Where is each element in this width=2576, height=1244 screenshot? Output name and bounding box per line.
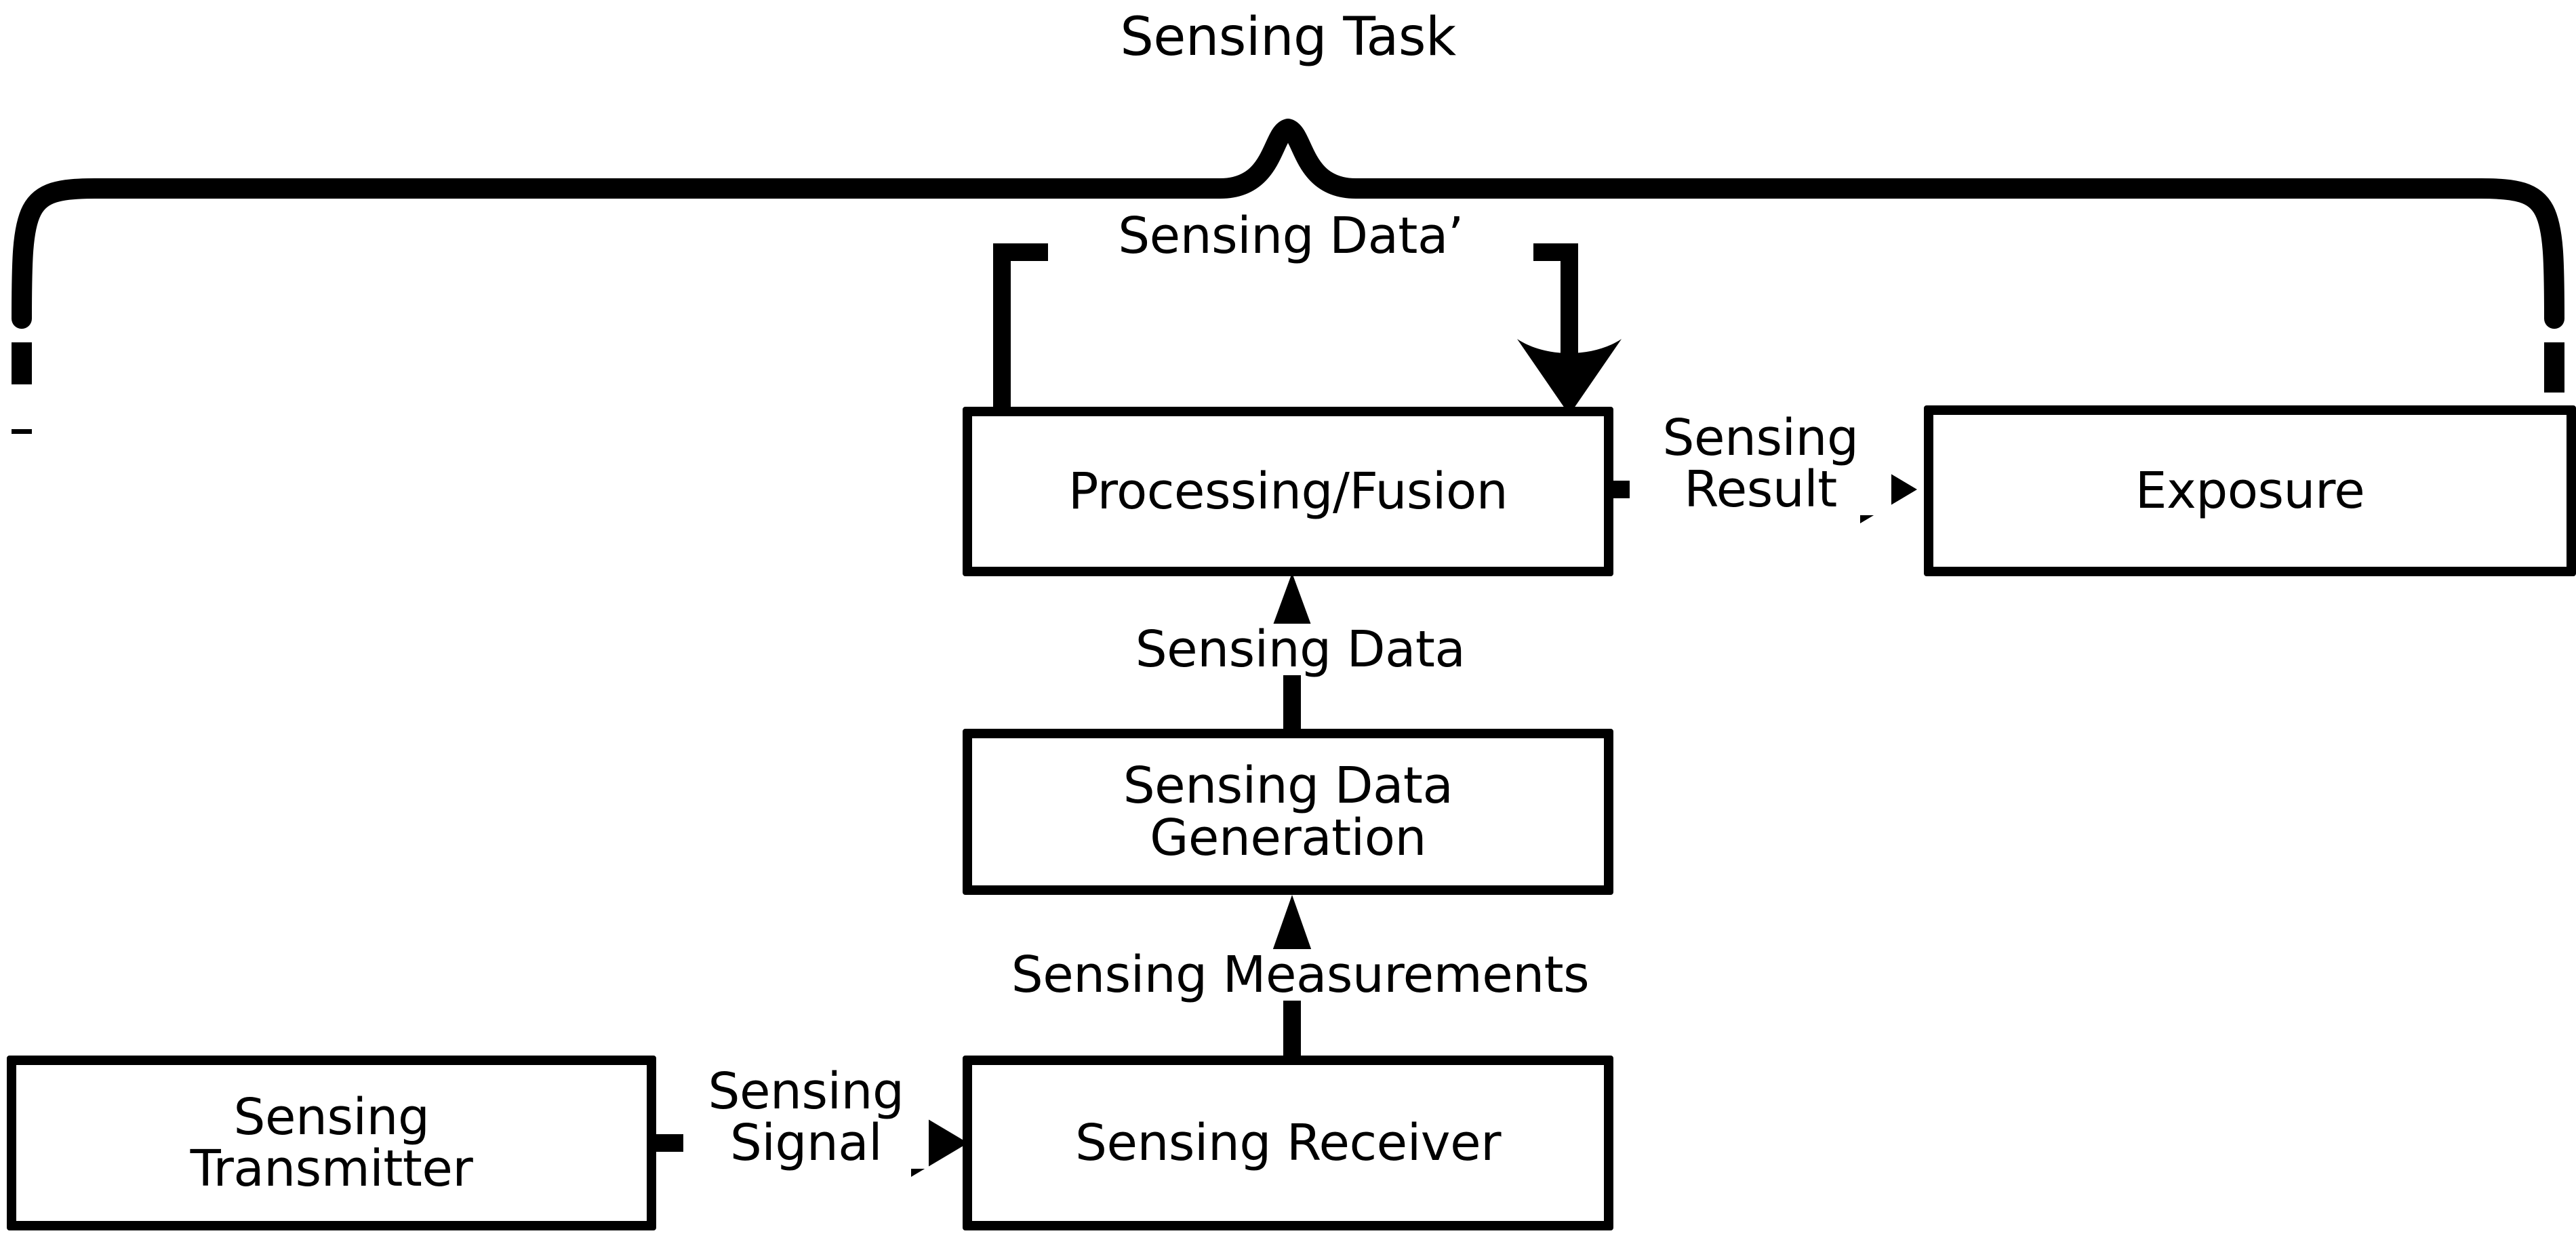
edge-label-sensing-result: Sensing Result (1630, 412, 1891, 515)
sensing-data-prime-connector (993, 243, 1622, 415)
sensing-task-brace (12, 119, 2564, 329)
sensing-task-title: Sensing Task (1120, 7, 1456, 68)
edge-label-sensing-data: Sensing Data (1058, 624, 1543, 675)
node-exposure-label: Exposure (2135, 461, 2365, 520)
edge-label-sensing-signal: Sensing Signal (683, 1066, 929, 1169)
node-sensing-transmitter[interactable]: Sensing Transmitter (7, 1056, 656, 1230)
node-processing-fusion[interactable]: Processing/Fusion (963, 407, 1613, 576)
node-sensing-transmitter-label: Sensing Transmitter (190, 1087, 473, 1198)
node-sensing-receiver-label: Sensing Receiver (1074, 1113, 1502, 1172)
node-sensing-data-generation-label: Sensing Data Generation (1123, 757, 1453, 867)
edge-label-sensing-data-prime: Sensing Data’ (1048, 210, 1533, 262)
node-sensing-receiver[interactable]: Sensing Receiver (963, 1056, 1613, 1230)
node-sensing-data-generation[interactable]: Sensing Data Generation (963, 729, 1613, 895)
node-processing-fusion-label: Processing/Fusion (1068, 462, 1508, 521)
node-exposure[interactable]: Exposure (1924, 405, 2576, 576)
edge-label-sensing-measurements: Sensing Measurements (908, 949, 1692, 1001)
